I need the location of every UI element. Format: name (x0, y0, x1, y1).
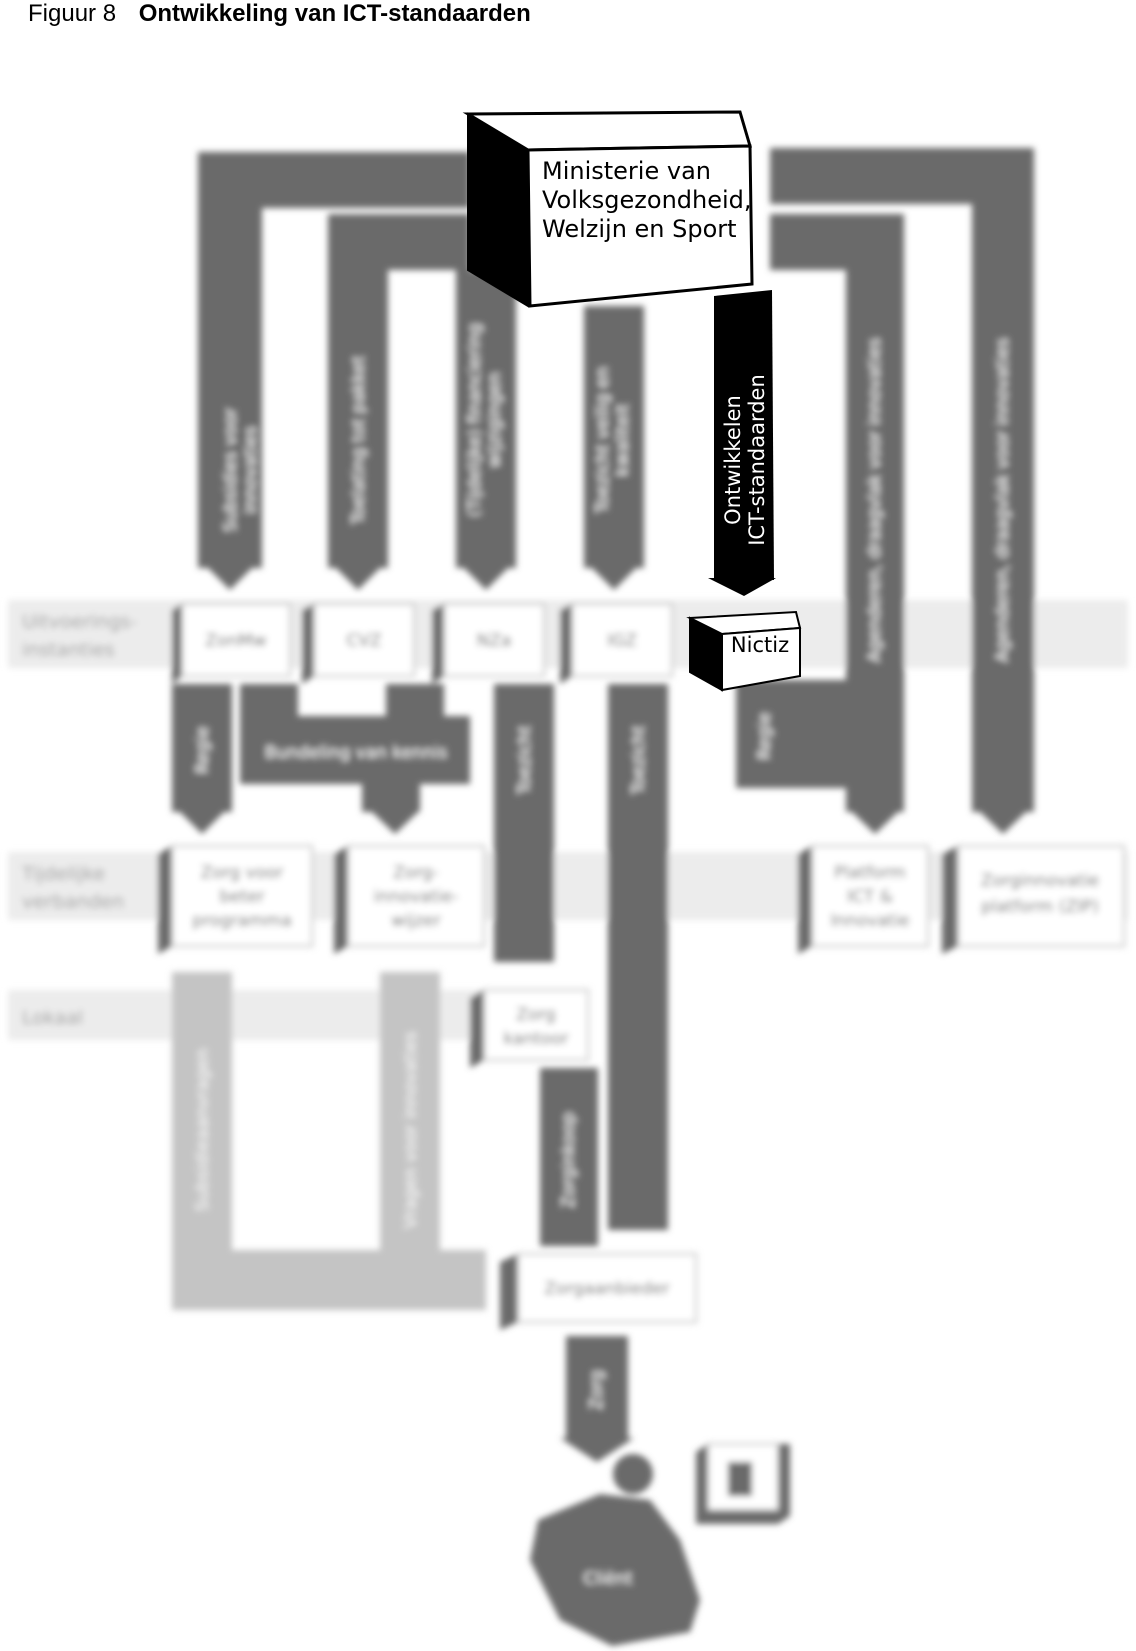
temp-zorg-voor-beter-1: Zorg voor (201, 863, 284, 883)
flow-agendering-outer-label: Agenderen, draagvlak voor innovaties (993, 338, 1013, 663)
flow-toezicht-2 (608, 684, 668, 1230)
nictiz-label: Nictiz (731, 633, 789, 657)
flow-zorg (566, 1336, 628, 1440)
flow-toezicht-veilig-label-1: Toezicht veilig en (593, 367, 613, 514)
ministry-box: Ministerie van Volksgezondheid, Welzijn … (462, 110, 754, 308)
flow-toezicht-veilig-arrowhead (590, 566, 638, 590)
flow-agendering-outer-arrowhead (978, 810, 1028, 834)
flow-toezicht-1 (494, 684, 554, 962)
zorgkantoor-label-2: kantoor (503, 1029, 568, 1049)
temp-zorg-voor-beter: Zorg voor beter programma (158, 845, 313, 954)
flow-regie-left-label: Regie (193, 726, 213, 773)
figure-caption: Figuur 8 Ontwikkeling van ICT-standaarde… (28, 0, 531, 28)
flow-light-bracket (172, 972, 486, 1310)
flow-tarieven-label-1: (Tijdelijke) financiering (465, 323, 485, 517)
client-body (530, 1494, 700, 1646)
flow-toezicht-veilig (584, 306, 644, 568)
flow-zorginkoop-label: Zorginkoop (559, 1112, 579, 1208)
focus-layer: Ministerie van Volksgezondheid, Welzijn … (462, 110, 802, 692)
flow-vragen-label: Vragen voor innovaties (401, 1031, 421, 1229)
zorgaanbieder-label: Zorgaanbieder (544, 1279, 669, 1299)
ministry-line-1: Ministerie van (542, 157, 711, 185)
temp-zorginnovatiewijzer-1: Zorg- (393, 863, 439, 883)
flow-subsidies-label-2: innovaties (241, 426, 261, 514)
temp-zorg-voor-beter-3: programma (192, 911, 292, 931)
flow-regie-left-arrowhead (178, 810, 226, 834)
flow-regie-left (172, 684, 232, 812)
ministry-line-2: Volksgezondheid, (542, 186, 752, 214)
row-label-tijdelijk-2: verbanden (22, 891, 124, 913)
row-label-lokaal: Lokaal (22, 1007, 83, 1029)
client-head (613, 1454, 653, 1494)
flow-subsidies (198, 152, 470, 568)
agency-zonmw-label: ZonMw (205, 631, 266, 651)
zorgkantoor-label-1: Zorg (516, 1005, 556, 1025)
ministry-line-3: Welzijn en Sport (542, 215, 737, 243)
background-layer: Uitvoerings- instanties Tijdelijke verba… (8, 148, 1128, 1646)
client-figure: Cliënt (530, 1454, 700, 1646)
ict-arrow-label-1: Ontwikkelen (721, 395, 745, 525)
temp-platform-ict-3: Innovatie (830, 911, 909, 931)
temp-zip: Zorginnovatie platform (ZIP) (942, 845, 1125, 954)
agency-nza: NZa (432, 603, 545, 684)
figure-number: Figuur 8 (28, 0, 117, 27)
device-box (696, 1443, 790, 1524)
flow-toelating-arrowhead (334, 566, 382, 590)
flow-zorg-label: Zorg (587, 1370, 607, 1410)
flow-bundeling-label: Bundeling van kennis (265, 743, 448, 763)
flow-toezicht-veilig-label-2: kwaliteit (613, 404, 633, 476)
temp-zorginnovatiewijzer: Zorg- innovatie- wijzer (334, 845, 485, 954)
flow-subsidies-label-1: Subsidies voor (221, 408, 241, 532)
device-icon (728, 1462, 752, 1496)
flow-agendering-outer (770, 148, 1034, 812)
row-label-uitvoering-1: Uitvoerings- (22, 611, 137, 633)
flow-toezicht-2-label: Toezicht (629, 725, 649, 795)
zorgkantoor: Zorg kantoor (470, 989, 589, 1068)
agency-cvz: CVZ (302, 603, 415, 684)
flow-toezicht-1-label: Toezicht (515, 725, 535, 795)
flow-regie-right-label: Regie (755, 712, 775, 759)
agency-igz: IGZ (560, 603, 673, 684)
flow-toelating-label: Toelating tot pakket (349, 355, 369, 525)
ict-standards-arrow: Ontwikkelen ICT-standaarden (708, 290, 776, 596)
temp-zip-2: platform (ZIP) (981, 897, 1099, 917)
temp-platform-ict-1: Platform (834, 863, 906, 883)
temp-zorginnovatiewijzer-3: wijzer (391, 911, 441, 931)
flow-bundeling-arrowhead (370, 810, 420, 834)
temp-zip-1: Zorginnovatie (981, 871, 1100, 891)
flow-subsidieaanvragen-label: Subsidieaanvragen (193, 1048, 213, 1211)
temp-zorg-voor-beter-2: beter (219, 887, 264, 907)
temp-platform-ict: Platform ICT & Innovatie (798, 845, 929, 954)
flow-zorginkoop (540, 1068, 598, 1246)
agency-cvz-label: CVZ (346, 631, 381, 651)
flow-bundeling (240, 684, 470, 812)
row-label-tijdelijk-1: Tijdelijke (21, 863, 105, 885)
flow-toelating (328, 214, 470, 568)
flow-subsidies-arrowhead (206, 566, 254, 590)
temp-platform-ict-2: ICT & (847, 887, 893, 907)
flow-agendering-inner-label: Agenderen, draagvlak voor innovaties (865, 338, 885, 663)
nictiz-box: Nictiz (686, 610, 802, 692)
figure-title: Ontwikkeling van ICT-standaarden (138, 0, 531, 27)
client-label: Cliënt (583, 1569, 633, 1589)
row-label-uitvoering-2: instanties (22, 639, 115, 661)
ict-arrow-label-2: ICT-standaarden (745, 374, 769, 546)
agency-nza-label: NZa (477, 631, 512, 651)
flow-tarieven-label-2: wijzigingen (485, 372, 505, 467)
flow-tarieven-arrowhead (462, 566, 510, 590)
agency-igz-label: IGZ (607, 631, 637, 651)
flow-tarieven (456, 270, 516, 568)
flow-agendering-inner (736, 214, 904, 812)
temp-zorginnovatiewijzer-2: innovatie- (373, 887, 458, 907)
zorgaanbieder: Zorgaanbieder (500, 1253, 697, 1330)
agency-zonmw: ZonMw (172, 603, 291, 684)
flow-agendering-inner-arrowhead (850, 810, 900, 834)
flow-zorg-arrowhead (560, 1438, 634, 1462)
